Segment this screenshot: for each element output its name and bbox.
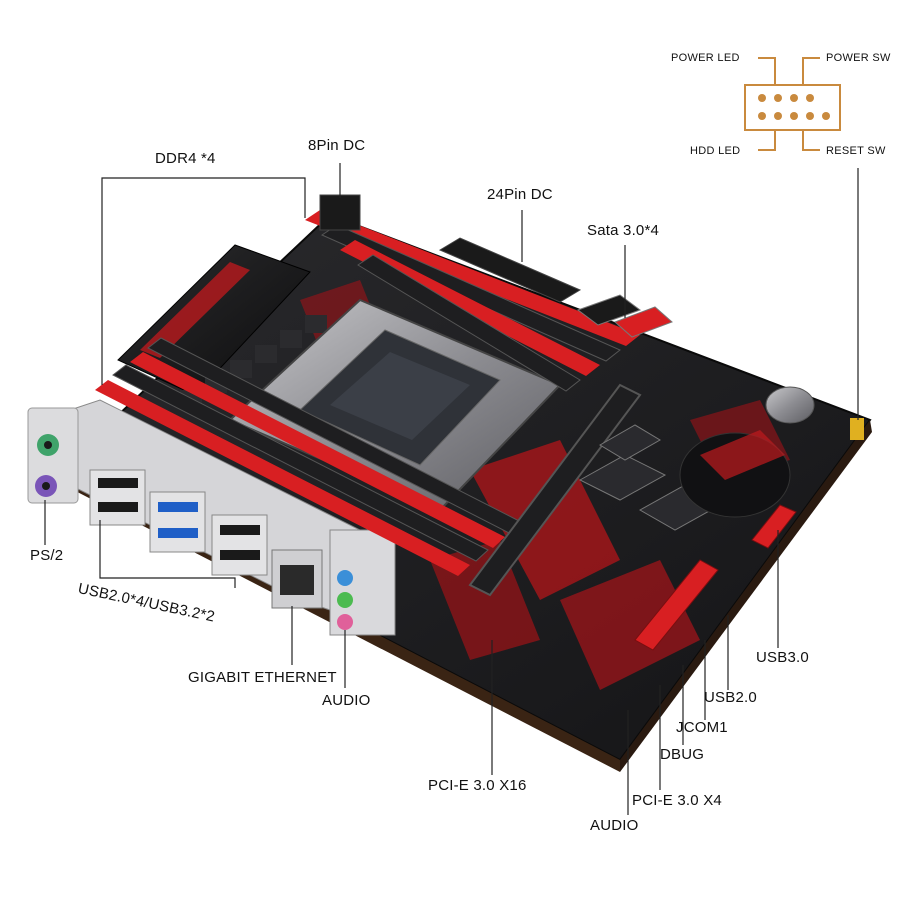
pcie-x4-slot bbox=[634, 559, 719, 651]
label-audio-rear: AUDIO bbox=[322, 692, 371, 709]
cmos-battery bbox=[765, 386, 815, 424]
dimm-slots-left bbox=[95, 337, 524, 576]
label-sata: Sata 3.0*4 bbox=[587, 222, 660, 239]
usb3-header bbox=[751, 504, 797, 549]
front-panel-pins bbox=[850, 418, 864, 440]
leader-ddr4 bbox=[101, 177, 306, 385]
rear-audio-jacks bbox=[329, 529, 396, 636]
ethernet-port bbox=[271, 549, 323, 609]
pcie-x16-slot bbox=[468, 383, 642, 597]
label-usb2: USB2.0 bbox=[704, 689, 757, 706]
label-reset-sw: RESET SW bbox=[826, 145, 886, 157]
label-8pin-dc: 8Pin DC bbox=[308, 137, 366, 154]
leader-usb-rear bbox=[99, 520, 236, 588]
label-dbug: DBUG bbox=[660, 746, 705, 763]
dimm-slots-right bbox=[305, 210, 640, 392]
label-ddr4: DDR4 *4 bbox=[155, 150, 216, 167]
label-gigabit-ethernet: GIGABIT ETHERNET bbox=[188, 669, 337, 686]
label-hdd-led: HDD LED bbox=[690, 145, 741, 157]
label-usb3: USB3.0 bbox=[756, 649, 809, 666]
chipset-heatsink bbox=[679, 430, 791, 518]
label-audio-front: AUDIO bbox=[590, 817, 639, 834]
front-panel-schematic bbox=[744, 57, 841, 151]
label-jcom1: JCOM1 bbox=[676, 719, 728, 736]
label-ps2: PS/2 bbox=[30, 547, 64, 564]
rear-usb-ports bbox=[89, 469, 268, 576]
label-pcie-x16: PCI-E 3.0 X16 bbox=[428, 777, 527, 794]
leader-lines bbox=[44, 163, 859, 815]
label-power-led: POWER LED bbox=[671, 52, 740, 64]
power-connectors bbox=[319, 194, 582, 303]
label-pcie-x4: PCI-E 3.0 X4 bbox=[632, 792, 722, 809]
ps2-port bbox=[27, 407, 79, 504]
label-24pin-dc: 24Pin DC bbox=[487, 186, 553, 203]
label-power-sw: POWER SW bbox=[826, 52, 891, 64]
cpu-socket bbox=[228, 298, 562, 512]
